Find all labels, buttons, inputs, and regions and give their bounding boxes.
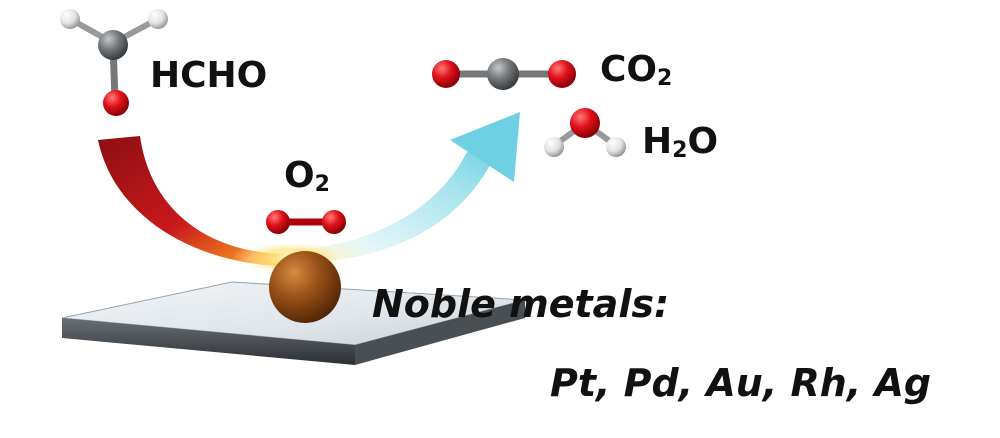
o2-label: O2 [284,158,330,196]
oxygen-atom [548,60,576,88]
carbon-atom [487,58,519,90]
o2-subscript: 2 [314,172,330,197]
hcho-label: HCHO [150,58,267,94]
h2o-molecule [544,108,626,157]
h2o-subscript: 2 [672,138,688,163]
co2-symbol: CO [600,49,658,90]
reactant-arc [98,136,286,266]
hydrogen-atom [60,9,80,29]
oxygen-atom [432,60,460,88]
h2o-label: H2O [642,124,718,162]
h2o-o: O [687,121,719,162]
oxygen-atom [103,90,129,116]
hcho-text: HCHO [150,55,268,96]
metal-particle [269,251,341,323]
co2-molecule [432,58,576,90]
oxygen-atom [570,108,600,138]
hydrogen-atom [148,9,168,29]
product-arrow [300,112,520,262]
metal-list: Pt, Pd, Au, Rh, Ag [550,361,932,405]
h2o-h: H [642,121,673,162]
oxygen-atom [322,210,346,234]
hydrogen-atom [544,137,564,157]
o2-symbol: O [284,155,315,196]
hcho-molecule [60,9,168,116]
carbon-atom [98,30,128,60]
o2-molecule [266,210,346,234]
catalyst-heading: Noble metals: [372,282,670,326]
co2-subscript: 2 [657,66,673,91]
hydrogen-atom [606,137,626,157]
oxygen-atom [266,210,290,234]
co2-label: CO2 [600,52,672,90]
